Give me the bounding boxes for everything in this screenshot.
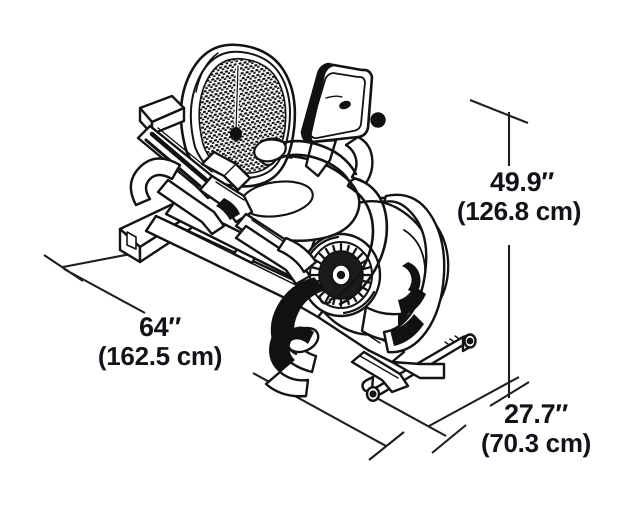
flywheel: [300, 232, 382, 318]
depth-inches-value: 27.7″: [504, 399, 568, 429]
depth-left-tick: [431, 424, 467, 454]
recumbent-bike-illustration: [118, 43, 477, 403]
lower-arm-left: [129, 157, 226, 236]
height-bottom-tick: [489, 381, 530, 407]
height-dimension-label: 49.9″ (126.8 cm): [424, 167, 614, 227]
height-centimeters-value: (126.8 cm): [456, 196, 582, 227]
length-dimension-label: 64″ (162.5 cm): [66, 312, 254, 372]
depth-measure-line: [428, 376, 520, 427]
length-measure-upper: [63, 268, 146, 314]
length-inches-value: 64″: [138, 312, 182, 342]
seat-adjust-hub: [253, 137, 287, 163]
height-inches-value: 49.9″: [490, 167, 554, 197]
left-pedal: [264, 321, 310, 398]
depth-centimeters-value: (70.3 cm): [480, 428, 592, 459]
rear-frame-leg: [350, 350, 446, 394]
resistance-cover: [382, 193, 446, 354]
handlebar-right: [318, 177, 389, 306]
length-right-tick: [368, 431, 405, 461]
depth-dimension-line: [372, 376, 520, 454]
seat-underframe: [234, 224, 318, 286]
depth-dimension-label: 27.7″ (70.3 cm): [448, 399, 624, 459]
height-top-extension: [469, 99, 529, 124]
length-centimeters-value: (162.5 cm): [97, 341, 223, 372]
depth-left-extension: [372, 395, 447, 437]
height-dimension-line: [469, 99, 530, 407]
